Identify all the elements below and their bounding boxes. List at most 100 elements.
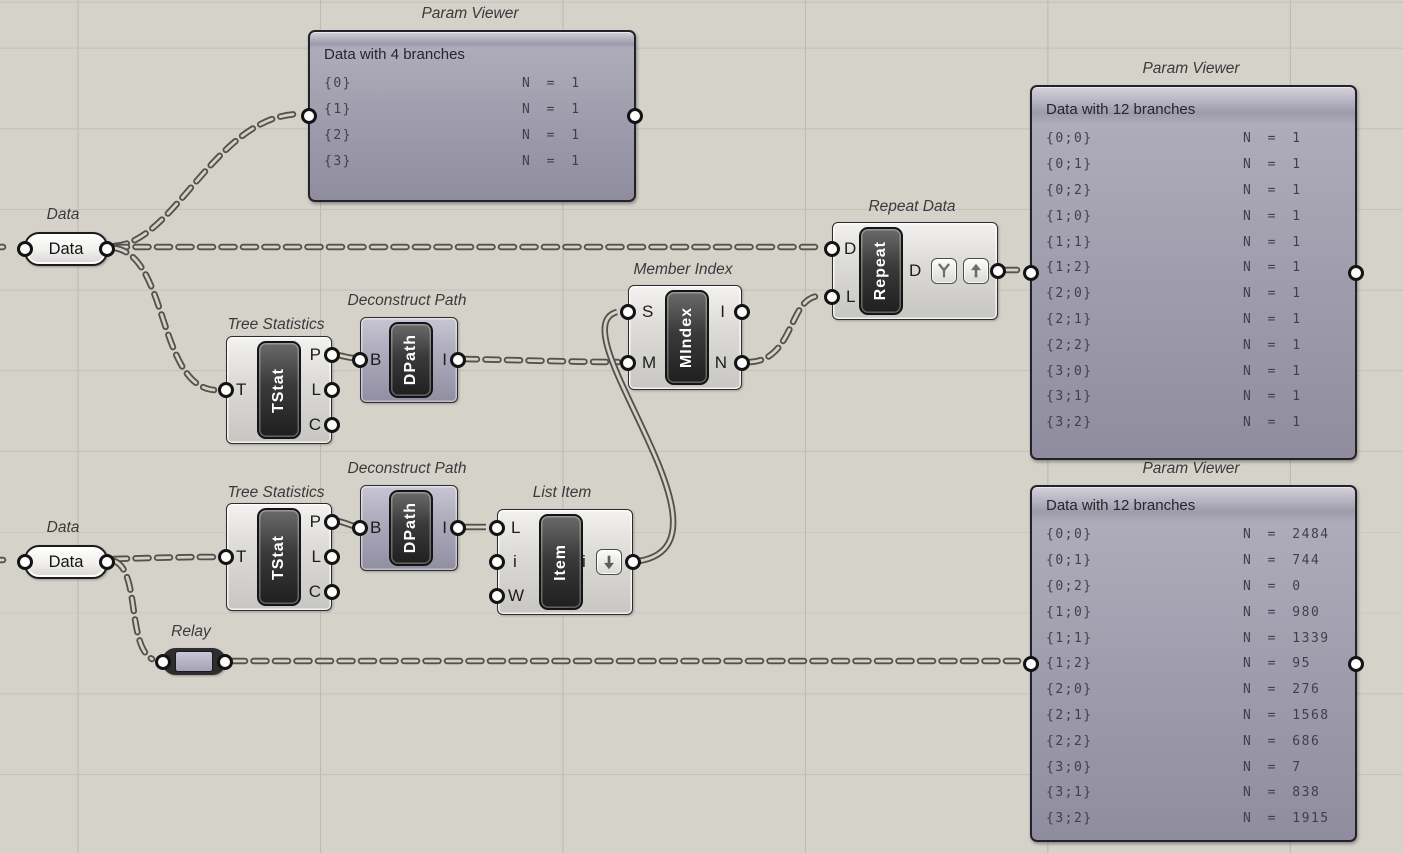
tstat1-capsule[interactable]: TStat: [257, 341, 301, 439]
item-input-w-nub[interactable]: [489, 588, 505, 605]
branch-row: {0;2} N = 0: [1046, 574, 1341, 600]
mindex-output-n-nub[interactable]: [734, 355, 750, 372]
branch-row: {1;2} N = 1: [1046, 255, 1341, 281]
mindex-input-m-label: M: [642, 353, 657, 373]
item-input-i-nub[interactable]: [489, 554, 505, 570]
branch-path: {1;1}: [1046, 234, 1093, 250]
param-viewer-3[interactable]: Data with 12 branches {0;0} N = 2484 {0;…: [1023, 485, 1364, 842]
tstat1-output-l-nub[interactable]: [324, 382, 340, 398]
repeat-output-d-nub[interactable]: [990, 263, 1006, 279]
branch-row: {0} N = 1: [324, 71, 620, 97]
data-2-input-nub[interactable]: [17, 554, 33, 570]
branch-path: {3;1}: [1046, 389, 1093, 405]
tstat2-input-t-nub[interactable]: [218, 549, 234, 565]
tstat2-capsule[interactable]: TStat: [257, 508, 301, 606]
branch-path: {0;2}: [1046, 578, 1093, 594]
item-output-i-nub[interactable]: [625, 554, 641, 570]
dpath1-abbreviation: DPath: [402, 334, 419, 386]
wire-dpath1-i-to-mindex-m[interactable]: [460, 355, 622, 366]
dpath2-capsule[interactable]: DPath: [389, 490, 433, 566]
data-1-output-nub[interactable]: [99, 241, 115, 257]
tstat2-output-c-nub[interactable]: [324, 583, 340, 600]
param-viewer-1[interactable]: Data with 4 branches {0} N = 1 {1} N = 1…: [301, 30, 643, 202]
branch-count: N = 1: [1243, 208, 1302, 224]
tstat1-output-p-label: P: [309, 345, 321, 365]
repeat-capsule[interactable]: Repeat: [859, 227, 903, 315]
param-viewer-3-title: Data with 12 branches: [1046, 497, 1196, 514]
tstat2-output-p-nub[interactable]: [324, 514, 340, 531]
item-capsule[interactable]: Item: [539, 514, 583, 610]
repeat-data[interactable]: D L D Repeat: [824, 222, 1006, 320]
param-viewer-3-output-nub[interactable]: [1348, 655, 1364, 672]
param-viewer-3-input-nub[interactable]: [1023, 655, 1039, 672]
dpath1-capsule[interactable]: DPath: [389, 322, 433, 398]
wire-item-i-to-mindex-s[interactable]: [601, 308, 677, 565]
branch-count: N = 1: [522, 76, 581, 92]
repeat-input-l-nub[interactable]: [824, 288, 840, 305]
deconstruct-path-1-label: Deconstruct Path: [347, 292, 467, 309]
param-viewer-3-label: Param Viewer: [1142, 460, 1240, 477]
relay[interactable]: [155, 648, 233, 675]
item-input-l-nub[interactable]: [489, 519, 505, 536]
tstat1-input-t-nub[interactable]: [218, 382, 234, 398]
branch-count: N = 1: [522, 102, 581, 118]
relay-input-nub[interactable]: [155, 653, 171, 670]
tree-statistics-1[interactable]: T P L C TStat: [218, 336, 340, 444]
member-index[interactable]: S M I N MIndex: [620, 285, 750, 390]
tstat1-output-p-nub[interactable]: [324, 347, 340, 364]
mindex-abbreviation: MIndex: [678, 306, 695, 369]
data-param-1[interactable]: Data: [17, 232, 115, 266]
branch-row: {2;1} N = 1: [1046, 307, 1341, 333]
branch-row: {0;2} N = 1: [1046, 178, 1341, 204]
data-1-input-nub[interactable]: [17, 241, 33, 257]
branch-row: {2;0} N = 276: [1046, 677, 1341, 703]
relay-output-nub[interactable]: [217, 653, 233, 670]
data-param-2[interactable]: Data: [17, 545, 115, 579]
simplify-icon[interactable]: [931, 258, 957, 284]
item-input-i-label: i: [513, 552, 517, 571]
param-viewer-1-input-nub[interactable]: [301, 108, 317, 124]
param-viewer-2-input-nub[interactable]: [1023, 264, 1039, 281]
branch-count: N = 1: [1243, 157, 1302, 173]
dpath2-output-i-nub[interactable]: [450, 520, 466, 536]
param-viewer-2[interactable]: Data with 12 branches {0;0} N = 1 {0;1} …: [1023, 85, 1364, 460]
item-input-w-label: W: [508, 586, 525, 606]
branch-row: {2;0} N = 1: [1046, 281, 1341, 307]
wire-data2-to-relay[interactable]: [110, 557, 156, 663]
tstat2-output-l-nub[interactable]: [324, 549, 340, 565]
branch-row: {2;1} N = 1568: [1046, 703, 1341, 729]
deconstruct-path-1[interactable]: B I DPath: [352, 317, 466, 403]
wire-data-to-tstat1-t[interactable]: [110, 244, 218, 394]
branch-count: N = 1: [522, 153, 581, 169]
dpath1-output-i-nub[interactable]: [450, 352, 466, 368]
mindex-input-s-nub[interactable]: [620, 303, 636, 320]
branch-count: N = 1915: [1243, 811, 1330, 827]
branch-count: N = 1: [1243, 260, 1302, 276]
wire-data-to-param-viewer-1[interactable]: [110, 110, 303, 250]
relay-core: [175, 651, 213, 672]
branch-count: N = 1: [1243, 389, 1302, 405]
wire-data2-to-tstat2-t[interactable]: [110, 553, 218, 563]
wire-mindex-n-to-repeat-l[interactable]: [744, 292, 824, 366]
deconstruct-path-2[interactable]: B I DPath: [352, 485, 466, 571]
repeat-input-d-nub[interactable]: [824, 240, 840, 257]
branch-path: {1;0}: [1046, 208, 1093, 224]
tree-statistics-2[interactable]: T P L C TStat: [218, 503, 340, 611]
param-viewer-1-output-nub[interactable]: [627, 108, 643, 124]
branch-path: {1;2}: [1046, 656, 1093, 672]
mindex-output-i-nub[interactable]: [734, 303, 750, 320]
mindex-capsule[interactable]: MIndex: [665, 290, 709, 385]
param-viewer-2-output-nub[interactable]: [1348, 264, 1364, 281]
dpath2-input-b-nub[interactable]: [352, 520, 368, 536]
list-item[interactable]: L i W i Item: [489, 509, 641, 615]
member-index-label: Member Index: [633, 261, 733, 278]
tstat1-output-c-nub[interactable]: [324, 416, 340, 433]
flatten-down-arrow-icon[interactable]: [596, 549, 622, 575]
mindex-input-m-nub[interactable]: [620, 355, 636, 372]
graft-icon[interactable]: [963, 258, 989, 284]
dpath1-input-b-nub[interactable]: [352, 352, 368, 368]
data-2-output-nub[interactable]: [99, 554, 115, 570]
repeat-output-d-label: D: [909, 261, 922, 280]
